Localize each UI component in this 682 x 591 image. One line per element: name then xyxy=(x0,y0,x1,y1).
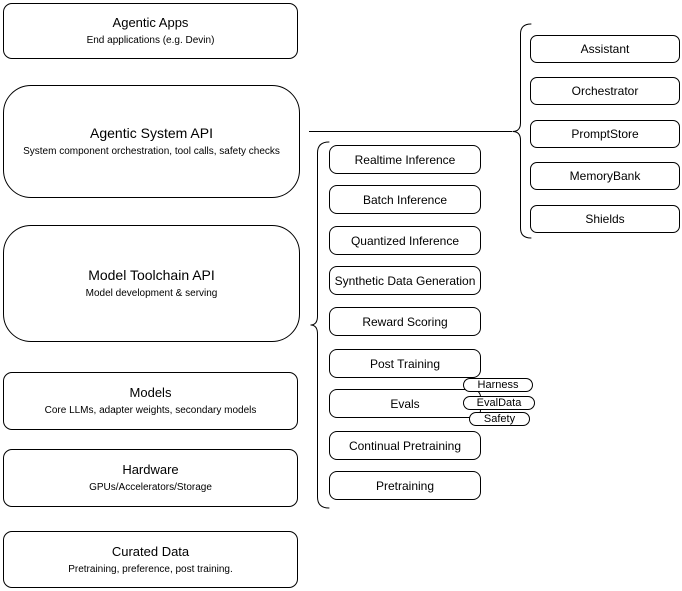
tag-safety-label: Safety xyxy=(483,413,516,425)
node-shields-label: Shields xyxy=(585,212,625,226)
node-continual-pretraining-label: Continual Pretraining xyxy=(348,438,462,453)
node-orchestrator: Orchestrator xyxy=(530,77,680,105)
node-curated-data-title: Curated Data xyxy=(111,543,190,559)
tag-evaldata: EvalData xyxy=(463,396,535,410)
node-curated-data: Curated Data Pretraining, preference, po… xyxy=(3,531,298,588)
node-batch-inference: Batch Inference xyxy=(329,185,481,214)
node-quantized-inference-label: Quantized Inference xyxy=(350,233,460,248)
node-evals: Evals xyxy=(329,389,481,418)
tag-harness-label: Harness xyxy=(477,379,519,391)
node-agentic-system-api: Agentic System API System component orch… xyxy=(3,85,300,198)
node-model-toolchain-api-subtitle: Model development & serving xyxy=(85,288,218,299)
node-promptstore: PromptStore xyxy=(530,120,680,148)
node-hardware: Hardware GPUs/Accelerators/Storage xyxy=(3,449,298,507)
node-agentic-apps: Agentic Apps End applications (e.g. Devi… xyxy=(3,3,298,59)
tag-safety: Safety xyxy=(469,412,530,426)
node-assistant: Assistant xyxy=(530,35,680,63)
node-realtime-inference: Realtime Inference xyxy=(329,145,481,174)
node-synthetic-data-generation: Synthetic Data Generation xyxy=(329,266,481,295)
node-reward-scoring-label: Reward Scoring xyxy=(362,314,448,329)
node-models: Models Core LLMs, adapter weights, secon… xyxy=(3,372,298,430)
node-agentic-apps-title: Agentic Apps xyxy=(112,15,189,30)
node-models-title: Models xyxy=(129,385,172,400)
node-curated-data-subtitle: Pretraining, preference, post training. xyxy=(68,563,233,575)
node-batch-inference-label: Batch Inference xyxy=(362,192,448,207)
node-models-subtitle: Core LLMs, adapter weights, secondary mo… xyxy=(44,405,257,416)
node-hardware-subtitle: GPUs/Accelerators/Storage xyxy=(89,482,212,493)
node-memorybank-label: MemoryBank xyxy=(569,169,641,183)
node-reward-scoring: Reward Scoring xyxy=(329,307,481,336)
node-hardware-title: Hardware xyxy=(122,462,179,477)
brace-toolchain xyxy=(310,141,330,509)
node-agentic-system-api-title: Agentic System API xyxy=(90,125,213,141)
node-realtime-inference-label: Realtime Inference xyxy=(354,152,456,167)
node-agentic-apps-subtitle: End applications (e.g. Devin) xyxy=(86,35,215,46)
node-evals-label: Evals xyxy=(390,396,420,411)
node-model-toolchain-api: Model Toolchain API Model development & … xyxy=(3,225,300,342)
tag-harness: Harness xyxy=(463,378,533,392)
node-promptstore-label: PromptStore xyxy=(571,127,639,141)
node-synthetic-data-generation-label: Synthetic Data Generation xyxy=(334,273,476,288)
tag-evaldata-label: EvalData xyxy=(476,397,522,409)
node-pretraining-label: Pretraining xyxy=(375,478,435,493)
node-orchestrator-label: Orchestrator xyxy=(571,84,639,98)
node-model-toolchain-api-title: Model Toolchain API xyxy=(88,267,215,283)
brace-system-components xyxy=(512,23,532,239)
node-agentic-system-api-subtitle: System component orchestration, tool cal… xyxy=(23,146,280,157)
node-memorybank: MemoryBank xyxy=(530,162,680,190)
node-post-training: Post Training xyxy=(329,349,481,378)
node-post-training-label: Post Training xyxy=(369,356,441,371)
node-quantized-inference: Quantized Inference xyxy=(329,226,481,255)
node-pretraining: Pretraining xyxy=(329,471,481,500)
node-assistant-label: Assistant xyxy=(580,42,630,56)
node-continual-pretraining: Continual Pretraining xyxy=(329,431,481,460)
node-shields: Shields xyxy=(530,205,680,233)
